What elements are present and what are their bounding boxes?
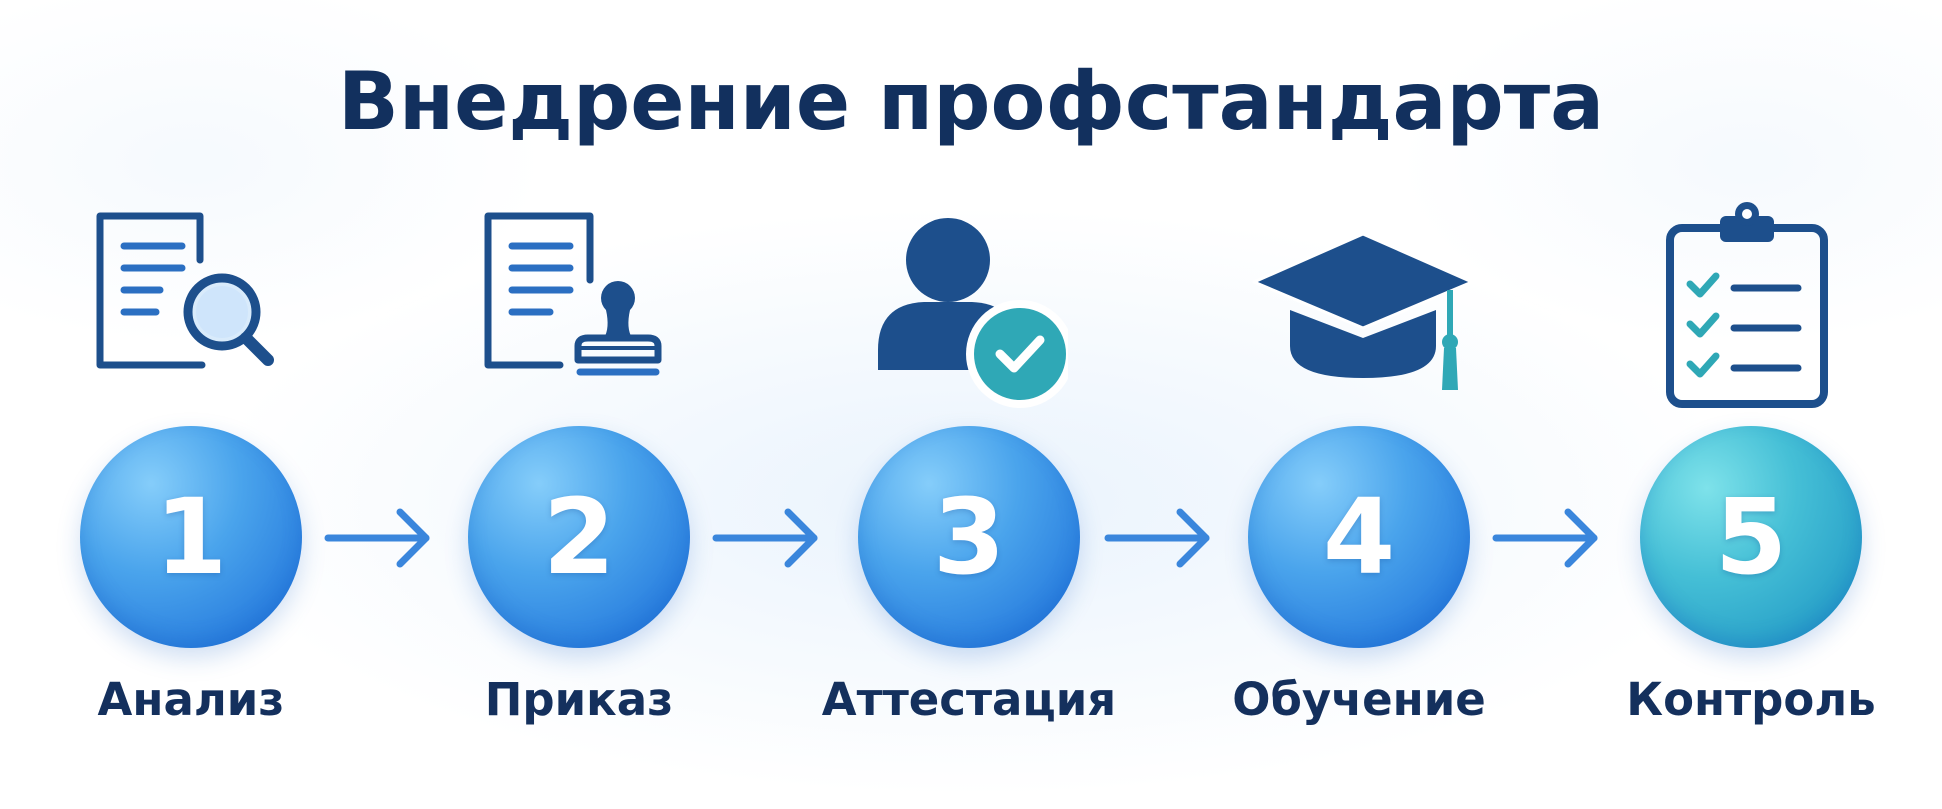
page-title: Внедрение профстандарта (337, 55, 1605, 148)
step-circle-5: 5 (1640, 426, 1862, 648)
document-search-icon (90, 200, 290, 410)
clipboard-checklist-icon (1650, 200, 1850, 410)
step-circle-2: 2 (468, 426, 690, 648)
user-check-icon (868, 200, 1068, 410)
graduation-cap-icon (1248, 200, 1478, 410)
step-circle-4: 4 (1248, 426, 1470, 648)
arrow-right-icon (1486, 500, 1606, 576)
step-label-training: Обучение (1232, 673, 1486, 726)
step-2: 2 Приказ (428, 0, 728, 809)
step-number: 1 (154, 476, 228, 598)
step-number: 5 (1714, 476, 1788, 598)
step-label-attestation: Аттестация (821, 673, 1117, 726)
step-number: 3 (932, 476, 1006, 598)
arrow-right-icon (318, 500, 438, 576)
step-number: 4 (1322, 476, 1396, 598)
document-stamp-icon (478, 200, 678, 410)
step-1: 1 Анализ (40, 0, 340, 809)
step-number: 2 (542, 476, 616, 598)
step-circle-3: 3 (858, 426, 1080, 648)
step-label-control: Контроль (1626, 673, 1876, 726)
arrow-right-icon (1098, 500, 1218, 576)
step-5: 5 Контроль (1600, 0, 1900, 809)
step-label-analysis: Анализ (97, 673, 285, 726)
arrow-right-icon (706, 500, 826, 576)
step-circle-1: 1 (80, 426, 302, 648)
step-4: 4 Обучение (1208, 0, 1508, 809)
step-3: 3 Аттестация (818, 0, 1118, 809)
step-label-order: Приказ (484, 673, 674, 726)
